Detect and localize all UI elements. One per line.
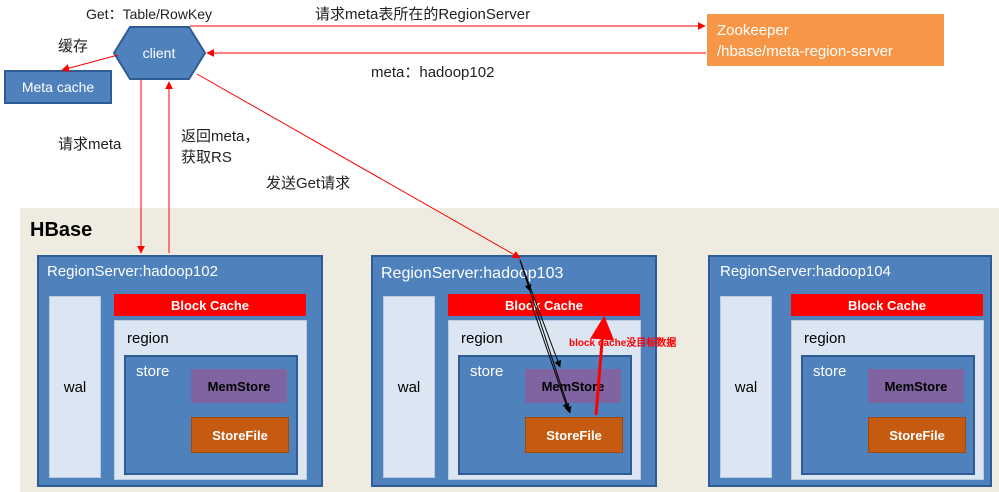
store-label: store [813,363,847,380]
store-box: store MemStore StoreFile [458,355,632,475]
region-box: region store MemStore StoreFile [448,320,641,480]
store-box: store MemStore StoreFile [124,355,298,475]
region-label: region [461,330,503,347]
memstore-box: MemStore [868,369,964,403]
wal-box: wal [49,296,101,478]
storefile-box: StoreFile [191,417,289,453]
cache-label: 缓存 [58,38,89,55]
block-cache: Block Cache [448,294,640,316]
block-cache-miss-note: block cache没目标数据 [569,338,677,349]
region-server-hadoop103: RegionServer:hadoop103 wal Block Cache r… [371,255,657,487]
client-node [112,26,207,80]
return-meta-label-2: 获取RS [181,149,232,166]
region-box: region store MemStore StoreFile [114,320,307,480]
block-cache: Block Cache [791,294,983,316]
wal-box: wal [383,296,435,478]
region-label: region [127,330,169,347]
region-label: region [804,330,846,347]
memstore-box: MemStore [525,369,621,403]
store-box: store MemStore StoreFile [801,355,975,475]
block-cache: Block Cache [114,294,306,316]
arrow-to-storefile-b [529,299,570,411]
zookeeper-title: Zookeeper [717,22,789,39]
meta-reply-label: meta：hadoop102 [371,64,495,81]
storefile-box: StoreFile [868,417,966,453]
arrow-client-to-meta-cache [61,54,119,73]
send-get-label: 发送Get请求 [266,175,351,192]
wal-box: wal [720,296,772,478]
zookeeper-path: /hbase/meta-region-server [717,43,893,60]
request-meta-label: 请求meta [58,136,122,153]
store-label: store [470,363,504,380]
arrow-to-storefile-a [519,259,572,414]
memstore-box: MemStore [191,369,287,403]
return-meta-label-1: 返回meta， [181,128,260,145]
client-label: client [142,45,176,61]
region-server-hadoop102: RegionServer:hadoop102 wal Block Cache r… [37,255,323,487]
get-request-label: Get：Table/RowKey [86,6,213,22]
arrow-storefile-to-block-cache [590,315,615,416]
arrow-send-get [196,73,521,259]
storefile-box: StoreFile [525,417,623,453]
hbase-title: HBase [30,219,93,241]
region-server-title: RegionServer:hadoop104 [720,263,891,280]
store-label: store [136,363,170,380]
meta-cache-box: Meta cache [4,70,112,104]
region-server-title: RegionServer:hadoop102 [47,263,218,280]
region-server-title: RegionServer:hadoop103 [381,265,564,282]
request-zookeeper-label: 请求meta表所在的RegionServer [315,6,531,23]
zookeeper-box: Zookeeper /hbase/meta-region-server [707,14,944,66]
region-box: region store MemStore StoreFile [791,320,984,480]
region-server-hadoop104: RegionServer:hadoop104 wal Block Cache r… [708,255,992,487]
arrow-to-memstore [519,259,562,368]
